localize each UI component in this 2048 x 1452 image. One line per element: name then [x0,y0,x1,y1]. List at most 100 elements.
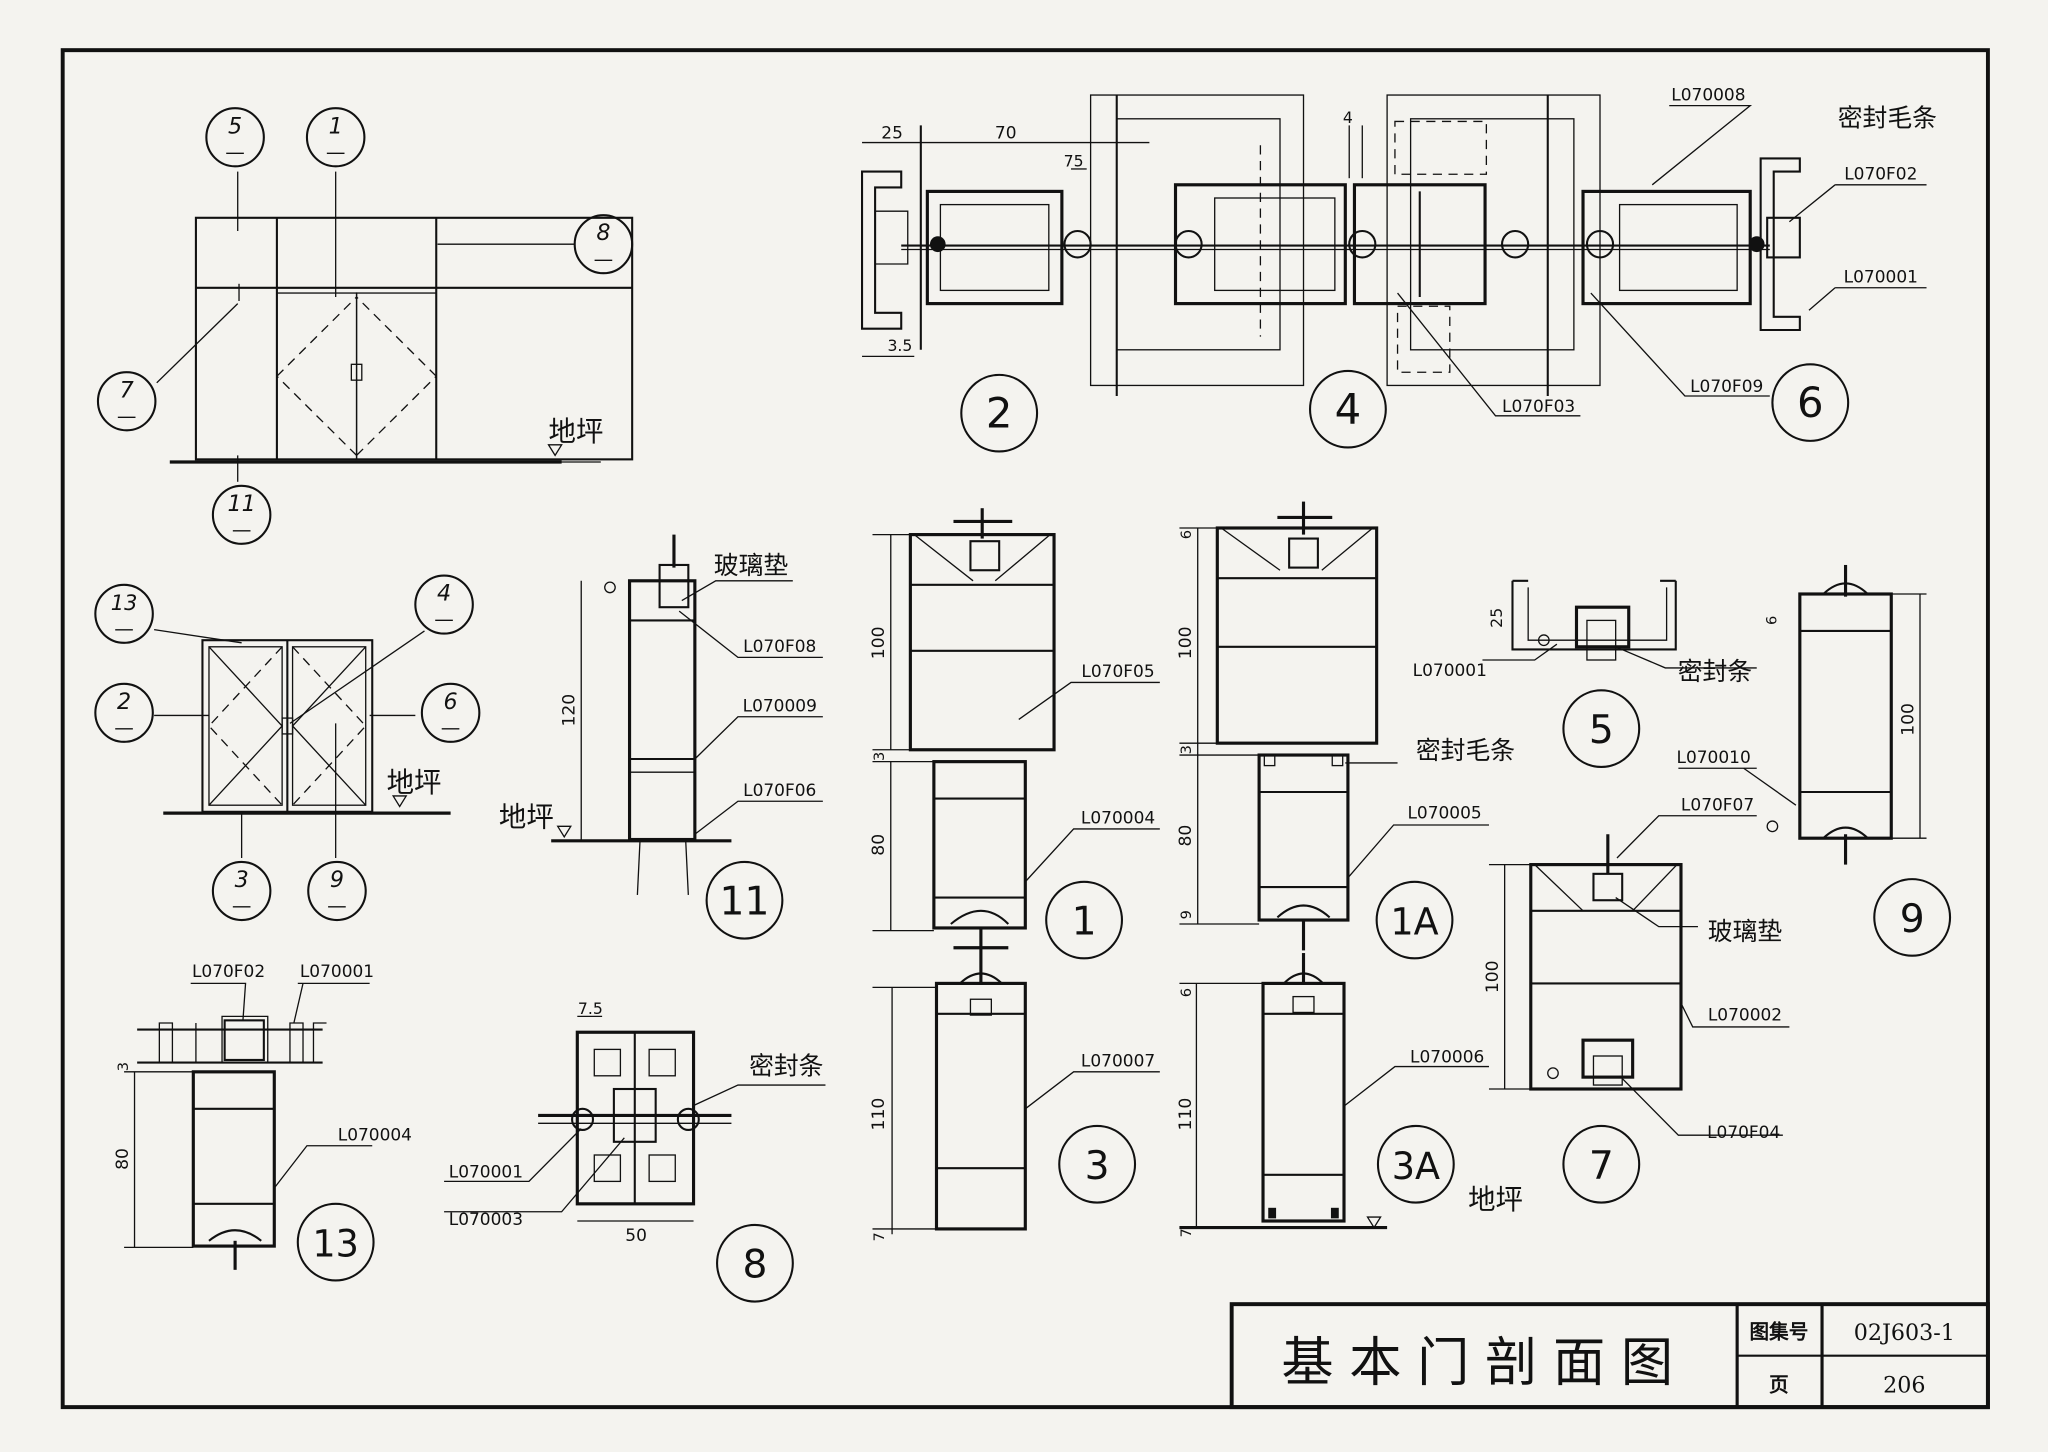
dim-6-3a: 6 [1179,988,1195,997]
label-L070F06: L070F06 [743,781,816,801]
dim-6-1a: 6 [1179,530,1195,539]
label-L070002: L070002 [1708,1005,1782,1025]
svg-text:4: 4 [437,580,451,606]
label-L070F02-13: L070F02 [192,962,265,982]
svg-text:—: — [117,404,137,427]
dim-9-1a: 9 [1179,910,1195,919]
section-mark-2: 2 — [94,682,154,743]
svg-text:13: 13 [312,1222,359,1265]
svg-text:—: — [327,894,347,917]
svg-text:11: 11 [228,491,256,517]
svg-text:5: 5 [228,113,242,139]
section-mark-13: 13 — [94,583,154,644]
label-L070F09: L070F09 [1690,377,1763,397]
svg-text:8: 8 [596,220,610,246]
page-number: 206 [1883,1372,1925,1398]
dim-80-1a: 80 [1176,825,1196,847]
dim-7-3a: 7 [1179,1228,1195,1237]
section-1-profile [872,508,1160,957]
svg-text:7: 7 [1589,1143,1614,1189]
label-L070008: L070008 [1671,85,1745,105]
label-L070010: L070010 [1677,748,1751,768]
dim-6-9: 6 [1764,616,1780,625]
svg-text:13: 13 [111,591,138,615]
label-seal-brush-1a: 密封毛条 [1416,736,1515,765]
section-mark-5: 5 — [205,107,265,168]
detail-mark-6: 6 [1771,363,1850,442]
dim-3-1: 3 [872,752,888,761]
svg-text:1A: 1A [1390,900,1438,943]
svg-text:—: — [232,518,252,541]
svg-text:—: — [114,617,134,640]
section-7-profile [1488,815,1790,1136]
floor-label: 地坪 [549,415,604,448]
svg-text:7: 7 [120,377,134,403]
svg-text:4: 4 [1335,385,1362,434]
sheet-border [60,48,1990,1410]
dim-100-1a: 100 [1176,626,1196,659]
dim-3-1a: 3 [1179,745,1195,754]
section-3a-profile [1179,953,1489,1230]
label-L070F02-top: L070F02 [1844,164,1917,184]
dim-80-1: 80 [869,834,889,856]
svg-text:—: — [326,140,346,163]
detail-mark-11: 11 [705,860,784,940]
dim-50-8: 50 [625,1226,647,1246]
dim-100-1: 100 [869,626,889,659]
label-seal-strip-8: 密封条 [749,1051,823,1080]
svg-text:—: — [434,608,454,631]
label-L070006: L070006 [1410,1048,1484,1068]
label-L070F05: L070F05 [1081,662,1154,682]
label-L070005: L070005 [1407,803,1481,823]
section-mark-4: 4 — [414,574,474,635]
svg-text:3: 3 [235,867,249,893]
label-L070001-8: L070001 [449,1162,523,1182]
svg-text:9: 9 [1900,896,1925,942]
page-label: 页 [1769,1373,1789,1396]
drawing-title: 基本门剖面图 [1281,1332,1688,1393]
label-L070007: L070007 [1081,1051,1155,1071]
label-L070001-top: L070001 [1844,267,1918,287]
svg-text:—: — [594,247,614,270]
section-mark-7: 7 — [96,371,157,432]
atlas-number-label: 图集号 [1750,1320,1809,1343]
dim-7-5-8: 7.5 [578,999,603,1018]
label-L070004-1: L070004 [1081,809,1155,829]
svg-text:2: 2 [117,689,131,715]
dim-25-5: 25 [1487,608,1506,628]
dim-110-3a: 110 [1176,1098,1196,1131]
svg-text:5: 5 [1589,707,1614,753]
title-block: 基本门剖面图 图集号 02J603-1 页 206 [1229,1302,1990,1410]
detail-mark-5: 5 [1562,689,1641,768]
detail-mark-1: 1 [1045,880,1124,960]
label-L070F04: L070F04 [1707,1123,1780,1143]
section-mark-1: 1 — [305,107,366,168]
detail-mark-8: 8 [716,1223,794,1303]
dim-100-9: 100 [1899,703,1919,736]
dim-100-7: 100 [1483,960,1503,993]
dim-80-13: 80 [113,1148,133,1170]
door-elevation-pair: 地坪 [154,628,451,858]
door-elevation-full: 地坪 [156,171,634,482]
label-L070F03: L070F03 [1502,397,1575,417]
label-L070001-13: L070001 [300,962,374,982]
dim-7-3: 7 [872,1232,888,1241]
section-mark-3: 3 — [211,860,272,922]
section-9-profile [1678,564,1927,865]
detail-mark-3a: 3A [1376,1124,1455,1204]
floor-label-3a: 地坪 [1468,1183,1523,1216]
label-glass-pad-7: 玻璃垫 [1708,917,1782,946]
section-mark-8: 8 — [573,214,634,275]
label-seal-brush-top: 密封毛条 [1838,104,1937,133]
label-L070F08: L070F08 [743,637,816,657]
horizontal-section-2-4-6 [860,94,1927,417]
label-L070003: L070003 [449,1210,523,1230]
section-3-profile [872,957,1160,1235]
floor-label-pair: 地坪 [387,766,442,799]
detail-mark-9: 9 [1873,878,1952,957]
svg-text:—: — [225,140,245,163]
label-L070001-5: L070001 [1413,661,1487,681]
dim-3-5-top: 3.5 [887,336,912,355]
dim-110-3: 110 [869,1098,889,1131]
